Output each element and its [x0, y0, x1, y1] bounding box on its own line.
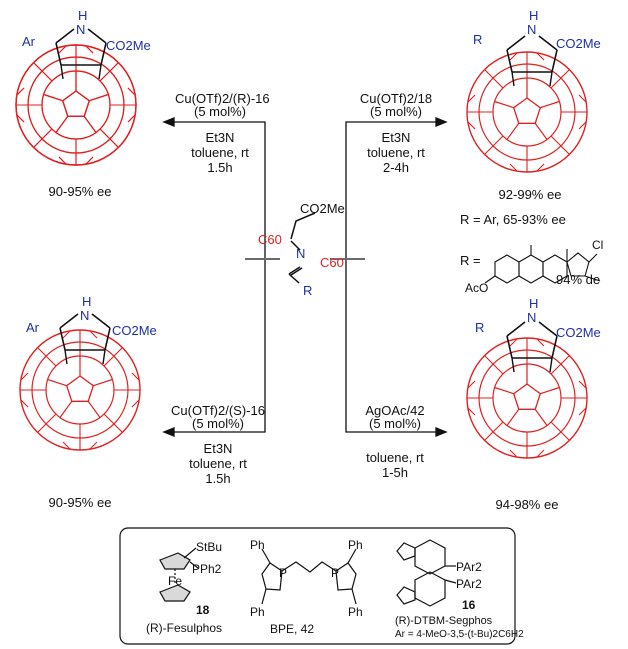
top-right-substituent: R — [473, 32, 483, 47]
top-left-ester: CO2Me — [106, 38, 151, 53]
bottom-right-catalyst: AgOAc/42 — [365, 403, 425, 418]
top-left-amine-h: H — [78, 8, 88, 23]
central-reactant — [288, 212, 316, 284]
segphos-number: 16 — [462, 598, 476, 612]
bottom-right-solvent: toluene, rt — [366, 450, 424, 465]
fesulphos-number: 18 — [196, 603, 210, 617]
ferrocene-ligand-structure — [159, 547, 199, 602]
top-right-base: Et3N — [381, 130, 411, 145]
bpe-ph-top-left: Ph — [250, 538, 265, 552]
bottom-left-amine-n: N — [80, 308, 90, 323]
bottom-left-loading: (5 mol%) — [191, 416, 244, 431]
bottom-right-result: 94-98% ee — [495, 497, 559, 512]
top-right-catalyst: Cu(OTf)2/18 — [359, 91, 433, 106]
pyrrolidine-ring-top-left-anchor — [15, 44, 137, 166]
fullerene-cage-top-right — [466, 51, 588, 173]
central-c60-left: C60 — [258, 232, 282, 247]
reaction-arrows — [162, 117, 448, 437]
bottom-left-substituent: Ar — [26, 320, 39, 335]
top-left-amine-n: N — [76, 22, 86, 37]
bottom-right-loading: (5 mol%) — [368, 416, 421, 431]
segphos-par2-top: PAr2 — [456, 560, 482, 574]
central-imine-n: N — [296, 246, 306, 261]
bpe-p2: P — [331, 566, 340, 580]
central-ester: CO2Me — [300, 201, 345, 216]
bpe-p1: P — [279, 566, 288, 580]
top-right-solvent: toluene, rt — [367, 145, 425, 160]
segphos-name: (R)-DTBM-Segphos — [395, 615, 493, 627]
central-r-group: R — [303, 283, 313, 298]
bottom-left-ester: CO2Me — [112, 323, 157, 338]
top-left-time: 1.5h — [207, 160, 233, 175]
fesulphos-name: (R)-Fesulphos — [146, 621, 223, 635]
top-right-amine-n: N — [527, 22, 537, 37]
top-left-base: Et3N — [205, 130, 235, 145]
bpe-ph-bottom-left: Ph — [250, 605, 265, 619]
fesulphos-fe: Fe — [168, 574, 183, 588]
top-right-ester: CO2Me — [556, 36, 601, 51]
bottom-left-base: Et3N — [203, 441, 233, 456]
fullerene-cage-bottom-right — [466, 337, 588, 459]
steroid-substituent — [484, 245, 601, 284]
fesulphos-pph2: PPh2 — [192, 562, 222, 576]
bpe-ph-bottom-right: Ph — [348, 605, 363, 619]
steroid-r-label: R = — [460, 253, 481, 268]
segphos-par2-bottom: PAr2 — [456, 577, 482, 591]
fullerene-cage-bottom-left — [19, 329, 141, 451]
central-c60-right: C60 — [320, 255, 344, 270]
steroid-chloro: Cl — [592, 238, 604, 252]
top-left-solvent: toluene, rt — [191, 145, 249, 160]
bottom-right-ester: CO2Me — [556, 325, 601, 340]
bpe-name: BPE, 42 — [270, 622, 315, 636]
bottom-left-solvent: toluene, rt — [189, 456, 247, 471]
bpe-ph-top-right: Ph — [348, 538, 363, 552]
ligand-box — [119, 527, 516, 645]
top-right-result: 92-99% ee — [498, 187, 562, 202]
top-left-substituent: Ar — [22, 34, 35, 49]
bottom-right-time: 1-5h — [381, 465, 409, 480]
fesulphos-stbu: StBu — [196, 540, 223, 554]
top-right-amine-h: H — [529, 8, 539, 23]
segphos-ar-definition: Ar = 4-MeO-3,5-(t-Bu)2C6H2 — [395, 629, 524, 640]
bottom-left-catalyst: Cu(OTf)2/(S)-16 — [171, 403, 265, 418]
top-left-result: 90-95% ee — [48, 184, 112, 199]
bottom-right-amine-n: N — [527, 310, 537, 325]
top-right-time: 2-4h — [382, 160, 410, 175]
steroid-de: 94% de — [556, 272, 601, 287]
bottom-right-substituent: R — [475, 320, 485, 335]
top-right-loading: (5 mol%) — [369, 104, 422, 119]
bottom-left-time: 1.5h — [205, 471, 231, 486]
segphos-ligand-structure — [396, 539, 457, 607]
bottom-left-amine-h: H — [82, 294, 92, 309]
top-left-loading: (5 mol%) — [193, 104, 246, 119]
bpe-ligand-structure — [261, 548, 357, 605]
steroid-acetoxy: AcO — [465, 281, 489, 295]
top-right-scope: R = Ar, 65-93% ee — [460, 212, 566, 227]
bottom-left-result: 90-95% ee — [48, 495, 112, 510]
bottom-right-amine-h: H — [529, 296, 539, 311]
top-left-catalyst: Cu(OTf)2/(R)-16 — [175, 91, 270, 106]
